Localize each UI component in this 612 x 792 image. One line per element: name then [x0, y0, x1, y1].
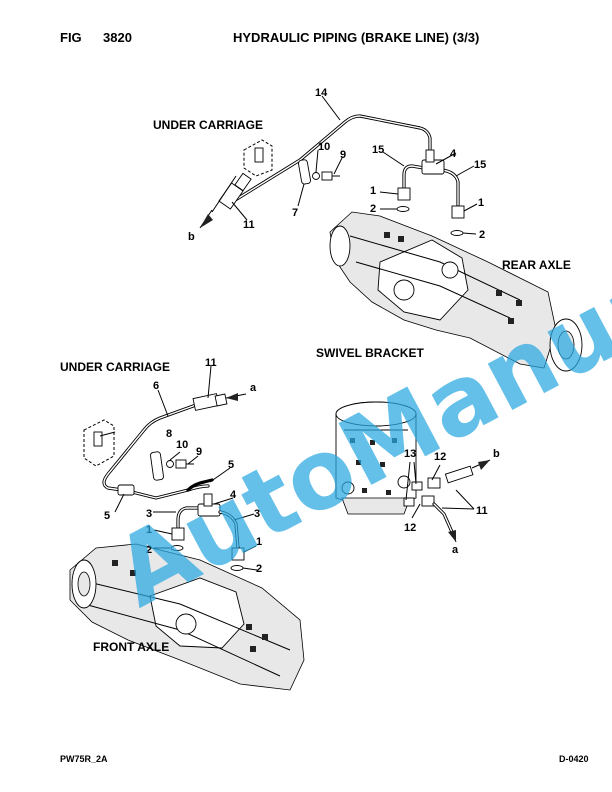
swivel-assembly: SWIVEL BRACKET 13 12 12 11 b a: [316, 346, 500, 556]
callout-11: 11: [243, 219, 255, 231]
callout-13: 13: [404, 448, 416, 460]
callout-3: 3: [254, 508, 260, 520]
callout-5: 5: [104, 510, 110, 522]
figure-title: HYDRAULIC PIPING (BRAKE LINE) (3/3): [233, 30, 480, 45]
model-code: PW75R_2A: [60, 754, 108, 764]
callout-1: 1: [146, 524, 152, 536]
callout-10: 10: [176, 439, 188, 451]
section-rear-axle: REAR AXLE: [502, 258, 571, 272]
callout-1: 1: [370, 185, 376, 197]
callout-2: 2: [479, 229, 485, 241]
callout-5: 5: [228, 459, 234, 471]
callout-4: 4: [450, 148, 457, 160]
section-under-carriage-top: UNDER CARRIAGE: [153, 118, 263, 132]
callout-6: 6: [153, 380, 159, 392]
callout-12: 12: [404, 522, 416, 534]
callout-10: 10: [318, 141, 330, 153]
document-code: D-0420: [559, 754, 589, 764]
fig-number: 3820: [103, 30, 132, 45]
section-front-axle: FRONT AXLE: [93, 640, 169, 654]
callout-14: 14: [315, 87, 328, 99]
fig-label: FIG: [60, 30, 82, 45]
callout-11: 11: [476, 505, 488, 517]
callout-12: 12: [434, 451, 446, 463]
callout-11: 11: [205, 357, 217, 369]
callout-1: 1: [256, 536, 262, 548]
callout-1: 1: [478, 197, 484, 209]
callout-b: b: [188, 231, 195, 243]
callout-15: 15: [372, 144, 384, 156]
callout-a: a: [452, 544, 459, 556]
callout-9: 9: [196, 446, 202, 458]
callout-7: 7: [292, 207, 298, 219]
callout-15: 15: [474, 159, 486, 171]
callout-2: 2: [370, 203, 376, 215]
callout-b: b: [493, 448, 500, 460]
callout-2: 2: [256, 563, 262, 575]
callout-3: 3: [146, 508, 152, 520]
top-assembly: UNDER CARRIAGE REAR AXLE 14 10 9 15 4 15…: [153, 87, 583, 372]
callout-4: 4: [230, 489, 237, 501]
callout-2: 2: [146, 544, 152, 556]
left-assembly: UNDER CARRIAGE FRONT AXLE 11 6 a 8 10 9 …: [60, 357, 305, 691]
callout-8: 8: [166, 428, 172, 440]
callout-9: 9: [340, 149, 346, 161]
section-under-carriage-left: UNDER CARRIAGE: [60, 360, 170, 374]
section-swivel-bracket: SWIVEL BRACKET: [316, 346, 424, 360]
callout-a: a: [250, 382, 257, 394]
